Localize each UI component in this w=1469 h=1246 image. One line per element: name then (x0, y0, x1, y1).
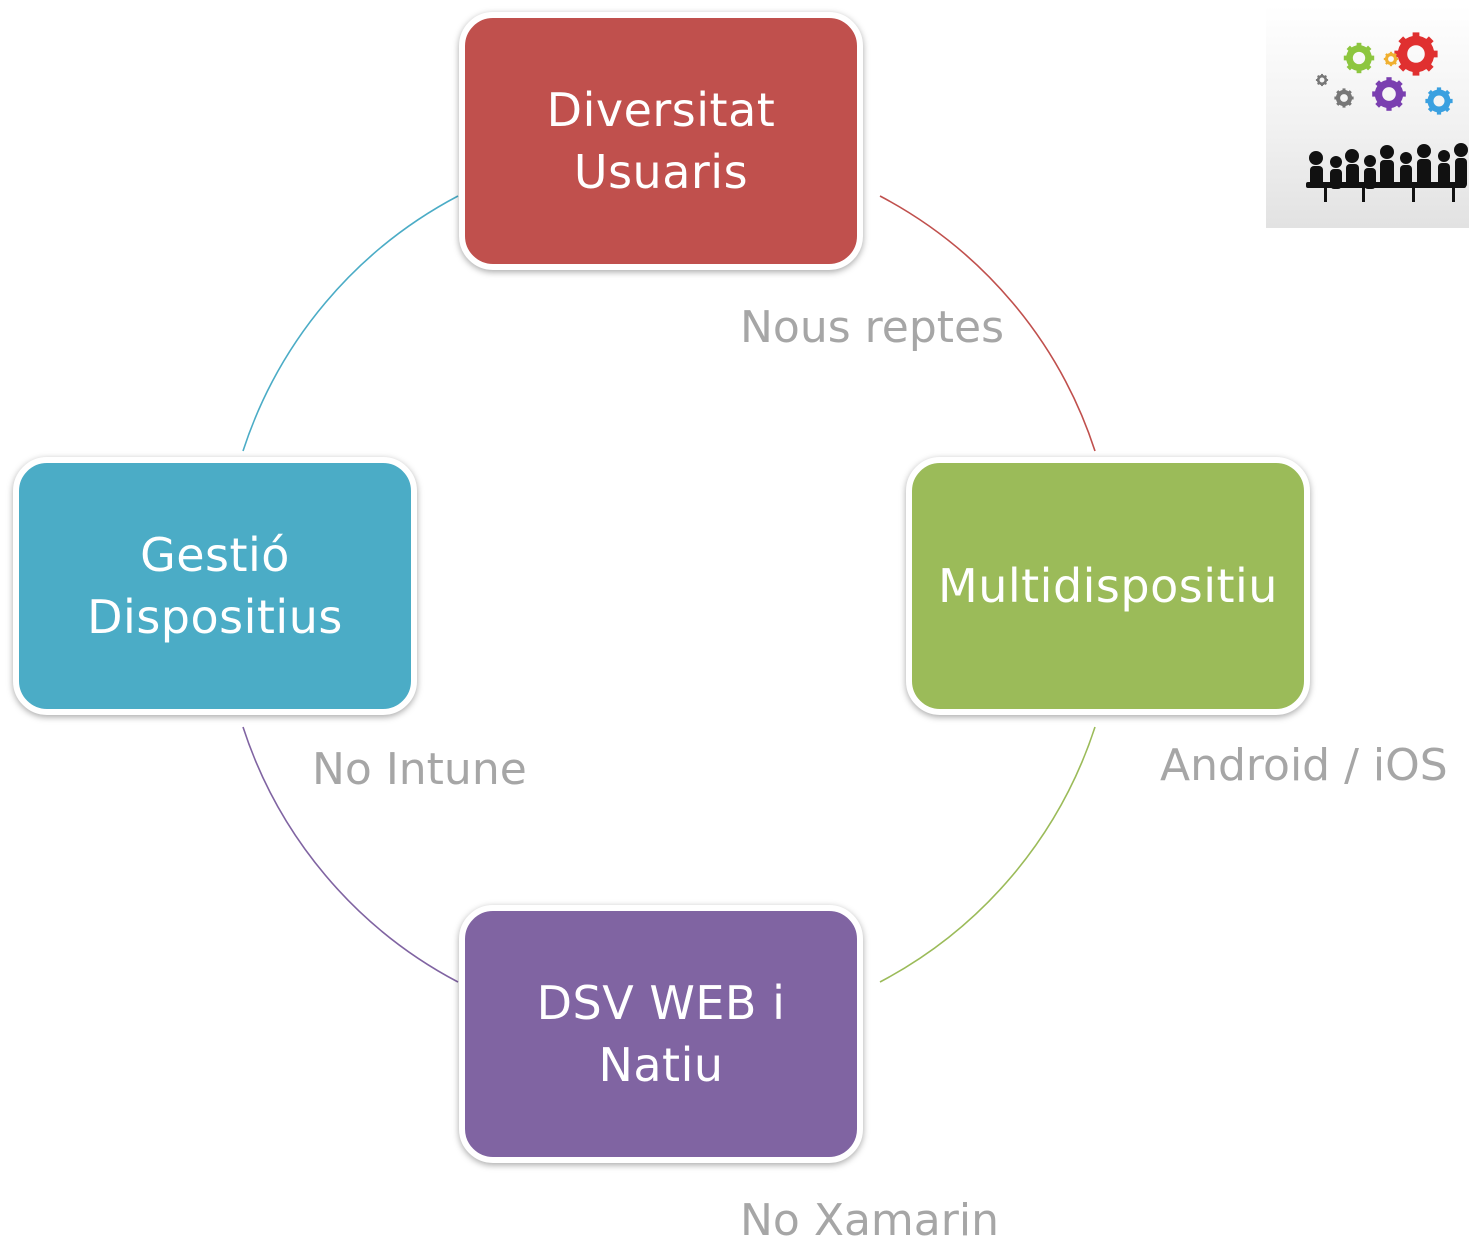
connector-arc-left-top (242, 195, 459, 452)
team-silhouettes (1306, 143, 1468, 202)
node-label-line: Gestió (140, 528, 290, 582)
note-android-ios: Android / iOS (1160, 740, 1448, 791)
connector-arc-top-right (879, 195, 1096, 452)
node-diversitat-usuaris: Diversitat Usuaris (459, 12, 863, 270)
note-nous-reptes: Nous reptes (740, 302, 1004, 353)
node-label-line: Dispositius (87, 590, 343, 644)
node-label-line: Natiu (598, 1038, 724, 1092)
note-no-intune: No Intune (312, 744, 527, 795)
node-label-line: Diversitat (546, 83, 776, 137)
connector-arc-bottom-left (242, 726, 459, 983)
node-label-line: Usuaris (573, 145, 749, 199)
gear-cluster (1314, 32, 1453, 114)
gears-and-team-meeting-icon (1266, 6, 1469, 228)
node-label-line: DSV WEB i (536, 976, 786, 1030)
node-dsv-web-i-natiu: DSV WEB i Natiu (459, 905, 863, 1163)
node-label-line: Multidispositiu (938, 559, 1278, 613)
connector-arc-right-bottom (879, 726, 1096, 983)
note-no-xamarin: No Xamarin (740, 1195, 999, 1246)
node-multidispositiu: Multidispositiu (906, 457, 1310, 715)
node-gestio-dispositius: Gestió Dispositius (13, 457, 417, 715)
